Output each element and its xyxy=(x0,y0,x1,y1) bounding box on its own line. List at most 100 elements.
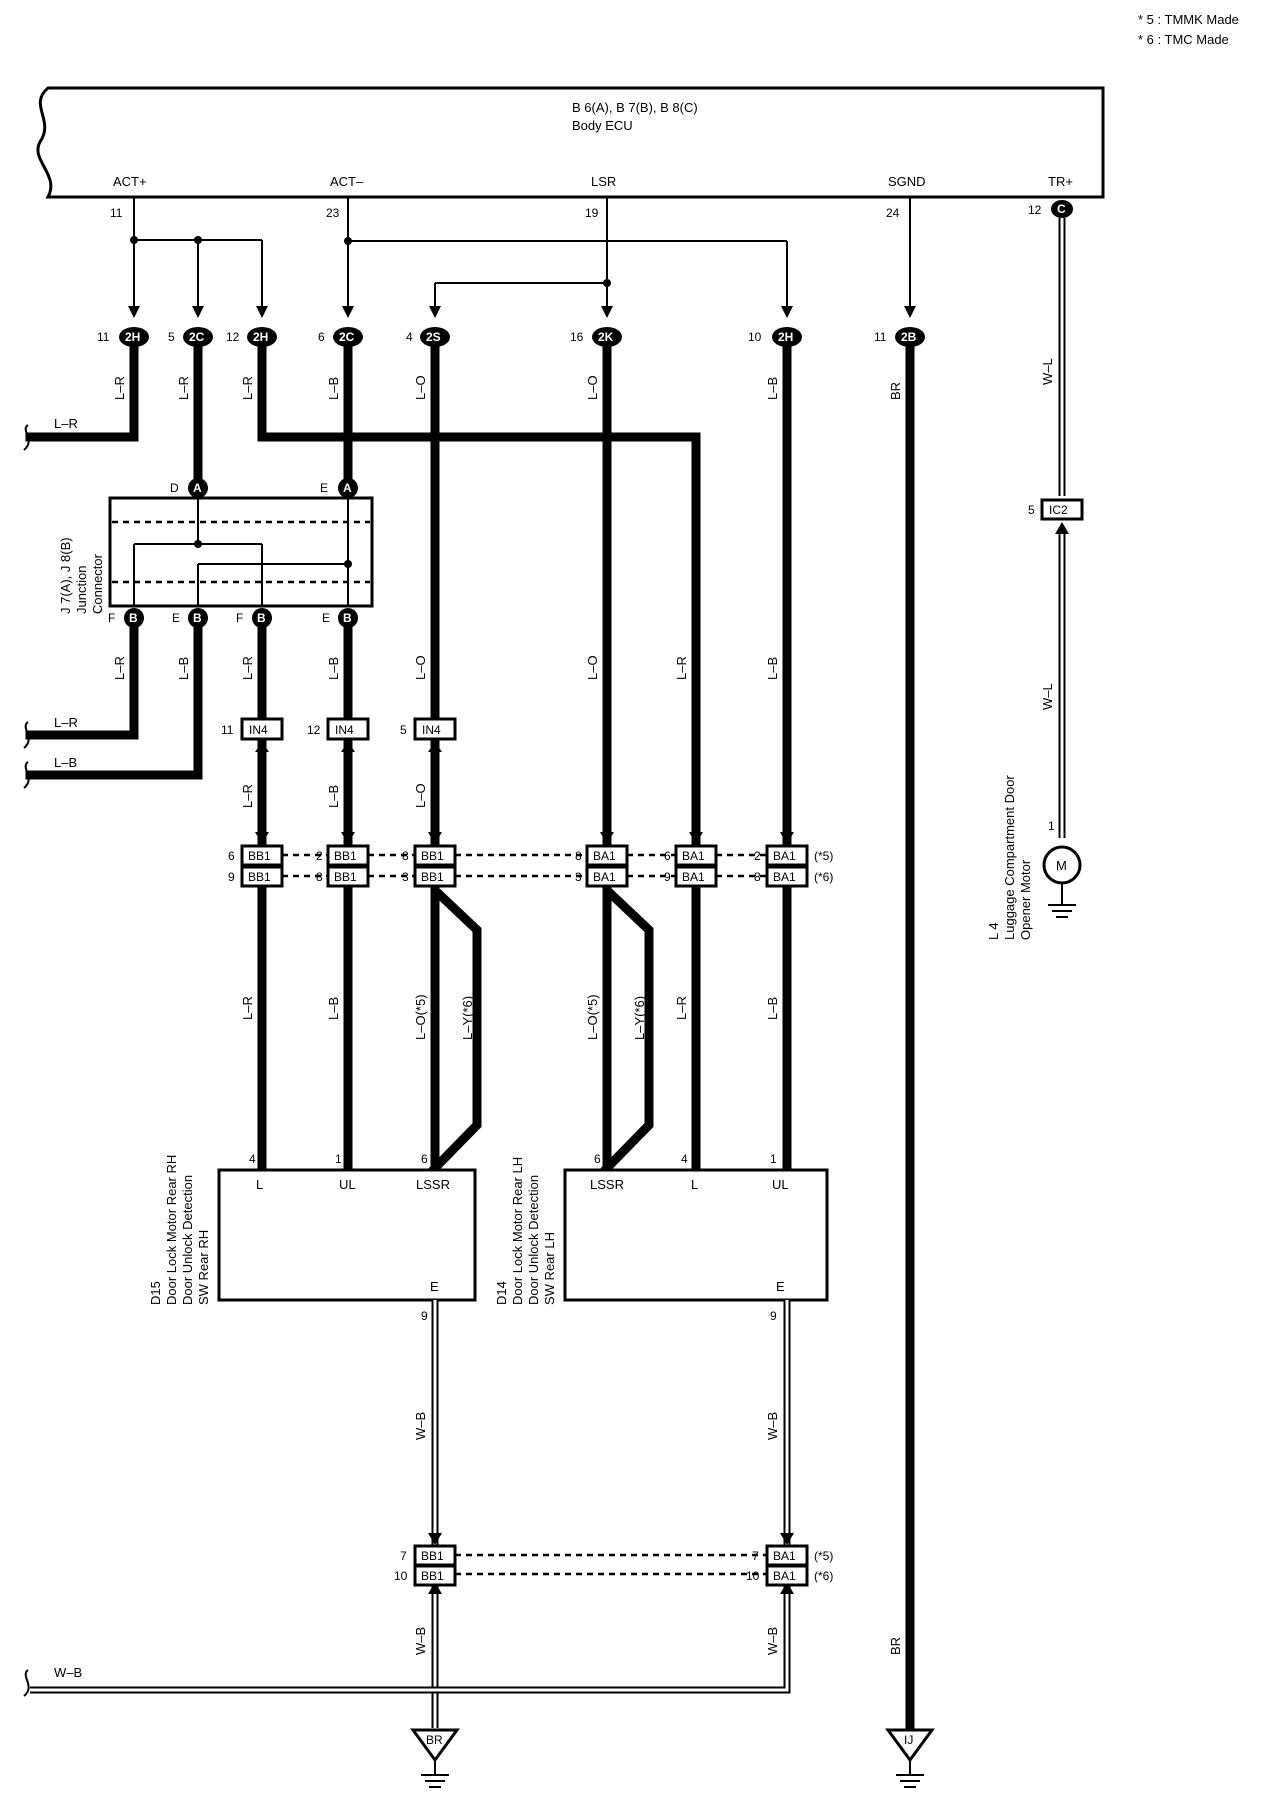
svg-text:BA1: BA1 xyxy=(773,870,796,884)
svg-text:4: 4 xyxy=(406,330,413,344)
exit-lb: L–B xyxy=(54,755,77,770)
row-connector-3: 12 2H xyxy=(226,327,277,347)
svg-text:L–B: L–B xyxy=(326,657,341,680)
svg-text:L–B: L–B xyxy=(326,785,341,808)
svg-text:6: 6 xyxy=(318,330,325,344)
svg-text:10: 10 xyxy=(746,1569,760,1583)
svg-text:E: E xyxy=(172,611,180,625)
ecu-conn-c: C xyxy=(1051,200,1073,218)
ecu-ref: B 6(A), B 7(B), B 8(C) xyxy=(572,100,698,115)
svg-text:M: M xyxy=(1056,858,1067,873)
svg-text:SW Rear RH: SW Rear RH xyxy=(196,1230,211,1305)
svg-text:7: 7 xyxy=(752,1549,759,1563)
svg-text:Door Unlock Detection: Door Unlock Detection xyxy=(180,1175,195,1305)
svg-text:L–O: L–O xyxy=(585,655,600,680)
row-connector-5: 4 2S xyxy=(406,327,450,347)
svg-text:L–R: L–R xyxy=(112,656,127,680)
svg-text:9: 9 xyxy=(664,870,671,884)
svg-text:5: 5 xyxy=(400,723,407,737)
svg-text:E: E xyxy=(320,481,328,495)
svg-text:L–R: L–R xyxy=(240,996,255,1020)
svg-text:L–B: L–B xyxy=(176,657,191,680)
svg-text:BB1: BB1 xyxy=(334,870,357,884)
svg-text:8: 8 xyxy=(402,849,409,863)
svg-text:11: 11 xyxy=(221,723,234,737)
d14-switch: 6 4 1 LSSR L UL E 9 D14 Door Lock Motor … xyxy=(494,1152,829,1323)
svg-text:(*5): (*5) xyxy=(814,849,833,863)
ecu-pinnum-23: 23 xyxy=(326,206,340,220)
bottom-connectors: 7 BB1 10 BB1 7 BA1 (*5) 10 BA1 (*6) xyxy=(394,1544,833,1587)
row-connector-6: 16 2K xyxy=(570,327,622,347)
exit-lr-1: L–R xyxy=(54,416,78,431)
svg-text:2: 2 xyxy=(316,849,323,863)
svg-text:L: L xyxy=(256,1177,263,1192)
svg-text:L–O: L–O xyxy=(585,375,600,400)
svg-text:1: 1 xyxy=(1048,819,1055,833)
svg-text:Luggage Compartment Door: Luggage Compartment Door xyxy=(1002,775,1017,940)
ecu-pin-lsr: LSR xyxy=(591,174,616,189)
svg-text:F: F xyxy=(108,611,115,625)
svg-text:W–B: W–B xyxy=(413,1627,428,1655)
row-connector-2: 5 2C xyxy=(168,327,213,347)
ecu-name: Body ECU xyxy=(572,118,633,133)
svg-text:B: B xyxy=(193,611,202,625)
svg-text:B: B xyxy=(343,611,352,625)
svg-text:UL: UL xyxy=(772,1177,789,1192)
ecu-pin-act-plus: ACT+ xyxy=(113,174,147,189)
svg-text:B: B xyxy=(129,611,138,625)
exit-wb: W–B xyxy=(54,1665,82,1680)
d15-switch: 4 1 6 L UL LSSR E 9 D15 Door Lock Motor … xyxy=(148,1152,477,1323)
svg-text:IJ: IJ xyxy=(904,1733,913,1747)
svg-text:2H: 2H xyxy=(778,330,793,344)
svg-text:3: 3 xyxy=(402,870,409,884)
svg-text:16: 16 xyxy=(570,330,584,344)
svg-text:L: L xyxy=(691,1177,698,1192)
svg-text:IN4: IN4 xyxy=(249,723,268,737)
svg-text:5: 5 xyxy=(1028,503,1035,517)
svg-text:BB1: BB1 xyxy=(421,870,444,884)
svg-text:L–O(*5): L–O(*5) xyxy=(585,994,600,1040)
svg-text:B: B xyxy=(257,611,266,625)
svg-text:W–L: W–L xyxy=(1040,358,1055,385)
svg-text:2: 2 xyxy=(754,849,761,863)
ecu-pin-sgnd: SGND xyxy=(888,174,926,189)
svg-text:L–B: L–B xyxy=(326,997,341,1020)
ground-br: BR xyxy=(410,1728,460,1788)
svg-text:9: 9 xyxy=(770,1309,777,1323)
ecu-pin-tr-plus: TR+ xyxy=(1048,174,1073,189)
svg-text:BB1: BB1 xyxy=(248,849,271,863)
svg-text:D15: D15 xyxy=(148,1281,163,1305)
svg-text:W–B: W–B xyxy=(765,1627,780,1655)
row-arrows xyxy=(128,306,916,318)
in4-connectors: 11 IN4 12 IN4 5 IN4 xyxy=(221,717,457,752)
svg-text:10: 10 xyxy=(748,330,762,344)
svg-text:BA1: BA1 xyxy=(682,849,705,863)
svg-text:W–B: W–B xyxy=(765,1412,780,1440)
svg-text:L–R: L–R xyxy=(112,376,127,400)
wire-labels-in4: L–R L–B L–O xyxy=(240,783,428,808)
svg-text:D: D xyxy=(170,481,179,495)
svg-text:Connector: Connector xyxy=(90,553,105,614)
svg-text:(*6): (*6) xyxy=(814,870,833,884)
row-connector-7: 10 2H xyxy=(748,327,802,347)
ecu-pinnum-12: 12 xyxy=(1028,203,1042,217)
svg-text:Door Lock Motor Rear RH: Door Lock Motor Rear RH xyxy=(164,1155,179,1305)
svg-text:BR: BR xyxy=(888,1637,903,1655)
svg-text:L–R: L–R xyxy=(240,784,255,808)
left-exits xyxy=(23,424,30,1697)
note-tmmk: * 5 : TMMK Made xyxy=(1138,12,1239,27)
svg-text:2C: 2C xyxy=(189,330,205,344)
bb-ba-arrows xyxy=(255,832,794,844)
svg-text:BA1: BA1 xyxy=(773,1549,796,1563)
svg-text:A: A xyxy=(193,481,202,495)
svg-text:BB1: BB1 xyxy=(421,1549,444,1563)
wb-wires: W–B W–B W–B W–B BR xyxy=(30,1300,903,1728)
svg-text:L–R: L–R xyxy=(176,376,191,400)
row-connector-8: 11 2B xyxy=(874,327,925,347)
svg-text:BA1: BA1 xyxy=(593,870,616,884)
svg-text:W–L: W–L xyxy=(1040,683,1055,710)
svg-text:L–B: L–B xyxy=(765,377,780,400)
ecu-pin-act-minus: ACT– xyxy=(330,174,364,189)
svg-text:BB1: BB1 xyxy=(248,870,271,884)
